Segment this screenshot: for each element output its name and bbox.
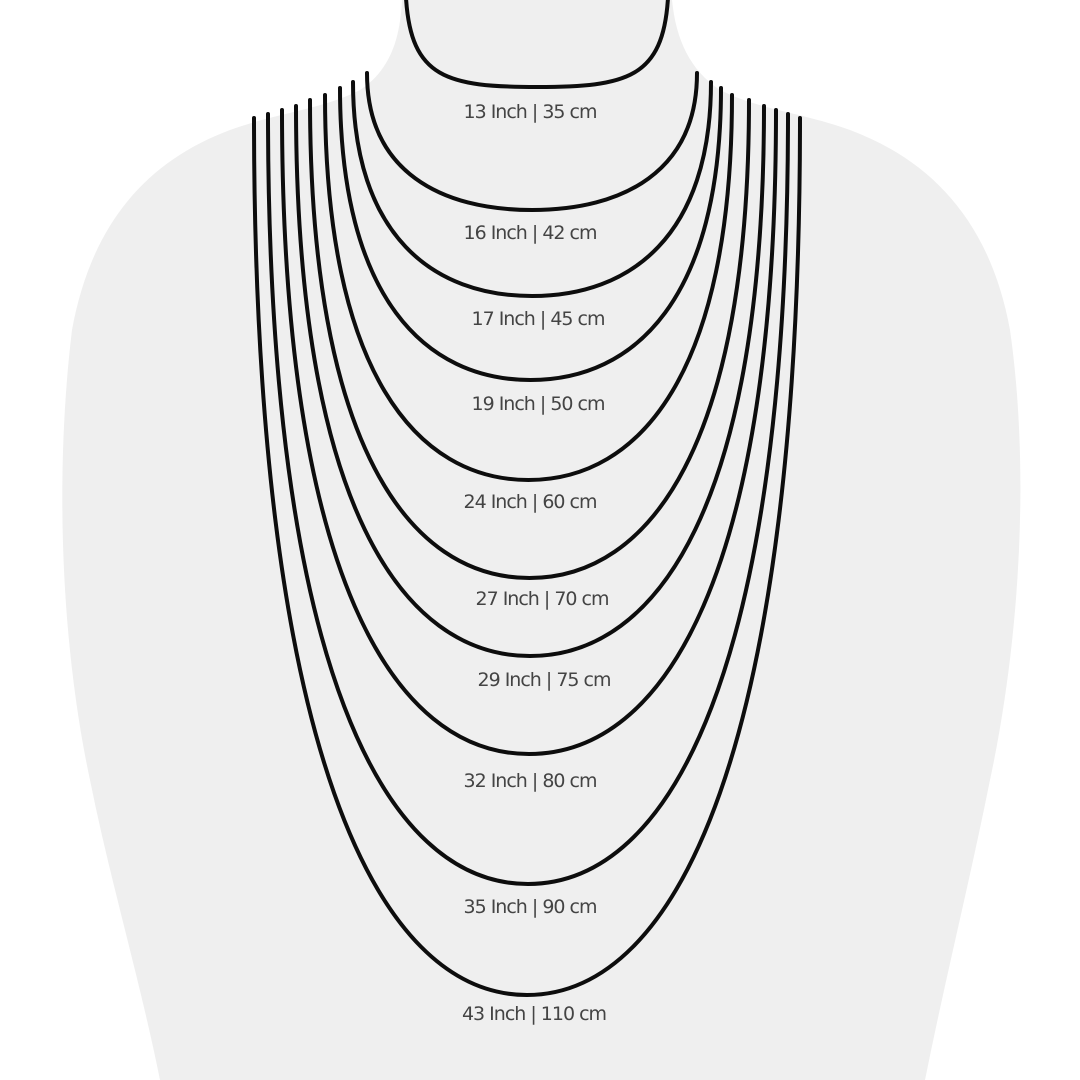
label-17-inch: 17 Inch | 45 cm	[471, 308, 605, 330]
label-27-inch: 27 Inch | 70 cm	[475, 588, 609, 610]
necklace-chain-19-inch	[338, 86, 723, 383]
label-32-inch: 32 Inch | 80 cm	[463, 770, 597, 792]
label-16-inch: 16 Inch | 42 cm	[463, 222, 597, 244]
necklace-chain-13-inch	[404, 0, 670, 90]
necklace-chain-17-inch	[351, 80, 713, 299]
label-24-inch: 24 Inch | 60 cm	[463, 491, 597, 513]
label-29-inch: 29 Inch | 75 cm	[477, 669, 611, 691]
necklace-chain-16-inch	[365, 71, 699, 213]
label-43-inch: 43 Inch | 110 cm	[461, 1003, 607, 1025]
necklace-chain-32-inch	[280, 108, 778, 757]
label-19-inch: 19 Inch | 50 cm	[471, 393, 605, 415]
necklace-chain-27-inch	[308, 98, 751, 581]
necklace-chain-43-inch	[252, 116, 802, 998]
label-35-inch: 35 Inch | 90 cm	[463, 896, 597, 918]
necklace-chain-29-inch	[294, 104, 766, 659]
bust-silhouette	[62, 0, 1021, 1080]
label-13-inch: 13 Inch | 35 cm	[463, 101, 597, 123]
necklace-chain-24-inch	[323, 93, 734, 483]
necklace-chain-35-inch	[266, 112, 790, 887]
